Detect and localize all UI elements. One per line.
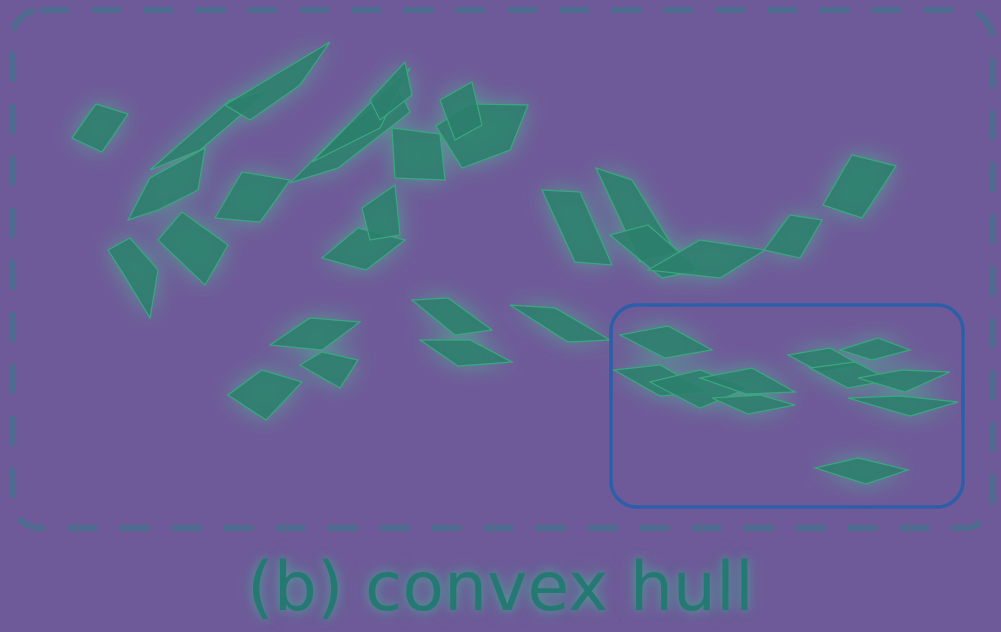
object-tile <box>320 227 407 271</box>
object-tile <box>268 317 362 351</box>
dashed-frame <box>9 7 995 531</box>
object-tile <box>509 304 613 343</box>
object-tile <box>157 211 229 286</box>
object-tile <box>541 189 613 266</box>
figure-caption: (b) convex hull <box>247 548 754 627</box>
object-tile <box>298 351 359 389</box>
object-tile <box>857 369 951 393</box>
object-tile <box>214 171 292 223</box>
object-tile <box>107 237 159 320</box>
object-tile <box>71 103 129 153</box>
object-tile <box>223 41 331 121</box>
object-tile <box>837 337 912 361</box>
object-tile <box>697 367 798 395</box>
object-tile <box>126 146 206 222</box>
object-tile <box>822 154 897 219</box>
object-tile <box>439 81 483 141</box>
object-tile <box>369 60 413 121</box>
object-tile <box>618 325 714 359</box>
object-tile <box>391 127 446 181</box>
object-tile <box>226 369 304 421</box>
hull-box <box>609 303 965 509</box>
shape-layer <box>71 41 959 485</box>
object-tile <box>762 214 823 259</box>
object-tile <box>812 457 911 485</box>
object-tile <box>711 394 796 415</box>
object-tile <box>410 297 494 336</box>
object-tile <box>418 339 515 367</box>
object-tile <box>361 183 401 241</box>
object-tile <box>847 395 959 417</box>
